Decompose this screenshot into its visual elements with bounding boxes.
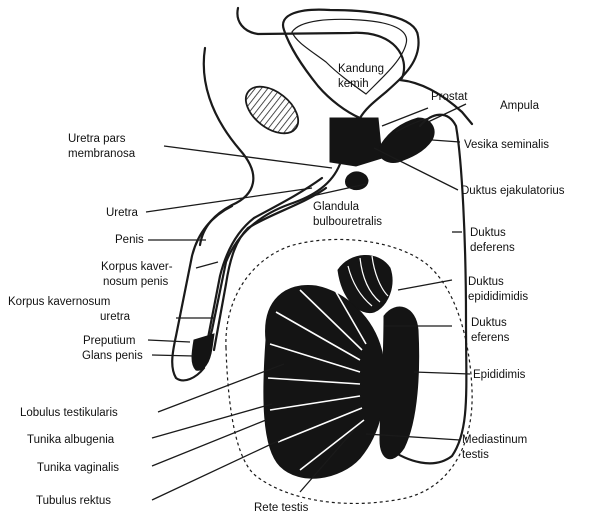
label-mediastinum-line1: Mediastinum	[462, 434, 527, 446]
label-rete-testis: Rete testis	[254, 502, 309, 514]
label-glandula-line1: Glandula	[313, 201, 360, 213]
label-uretra: Uretra	[106, 207, 139, 219]
label-tunika-albugenia: Tunika albugenia	[27, 434, 115, 446]
bulbourethral-gland	[346, 172, 369, 190]
glans	[192, 334, 214, 370]
label-duktus-deferens-line1: Duktus	[470, 227, 506, 239]
label-uretra-pars-line1: Uretra pars	[68, 133, 126, 145]
label-penis: Penis	[115, 234, 144, 246]
label-lobulus-testikularis: Lobulus testikularis	[20, 407, 118, 419]
label-glandula-line2: bulbouretralis	[313, 216, 382, 228]
label-kandung-kemih-line2: kemih	[338, 78, 369, 90]
abdomen-wall	[200, 48, 253, 245]
label-kandung-kemih-line1: Kandung	[338, 63, 384, 75]
label-tubulus-rektus: Tubulus rektus	[36, 495, 111, 507]
label-korpus-kavernosum-penis-line2: nosum penis	[103, 276, 168, 288]
prostate	[330, 118, 382, 166]
label-korpus-kavernosum-penis-line1: Korpus kaver-	[101, 261, 173, 273]
label-prostat: Prostat	[431, 91, 468, 103]
label-duktus-epididimidis-line2: epididimidis	[468, 291, 528, 303]
label-epididimis: Epididimis	[473, 369, 526, 381]
label-korpus-kavernosum-uretra-line2: uretra	[100, 311, 131, 323]
label-glans-penis: Glans penis	[82, 350, 143, 362]
label-tunika-vaginalis: Tunika vaginalis	[37, 462, 119, 474]
label-preputium: Preputium	[83, 335, 135, 347]
label-vesika-seminalis: Vesika seminalis	[464, 139, 549, 151]
pubic-bone	[237, 77, 306, 142]
label-duktus-epididimidis-line1: Duktus	[468, 276, 504, 288]
label-duktus-deferens-line2: deferens	[470, 242, 515, 254]
label-korpus-kavernosum-uretra-line1: Korpus kavernosum	[8, 296, 110, 308]
label-duktus-eferens-line1: Duktus	[471, 317, 507, 329]
label-duktus-ejakulatorius: Duktus ejakulatorius	[461, 185, 565, 197]
label-mediastinum-line2: testis	[462, 449, 489, 461]
label-uretra-pars-line2: membranosa	[68, 148, 136, 160]
label-duktus-eferens-line2: eferens	[471, 332, 510, 344]
label-ampula: Ampula	[500, 100, 540, 112]
